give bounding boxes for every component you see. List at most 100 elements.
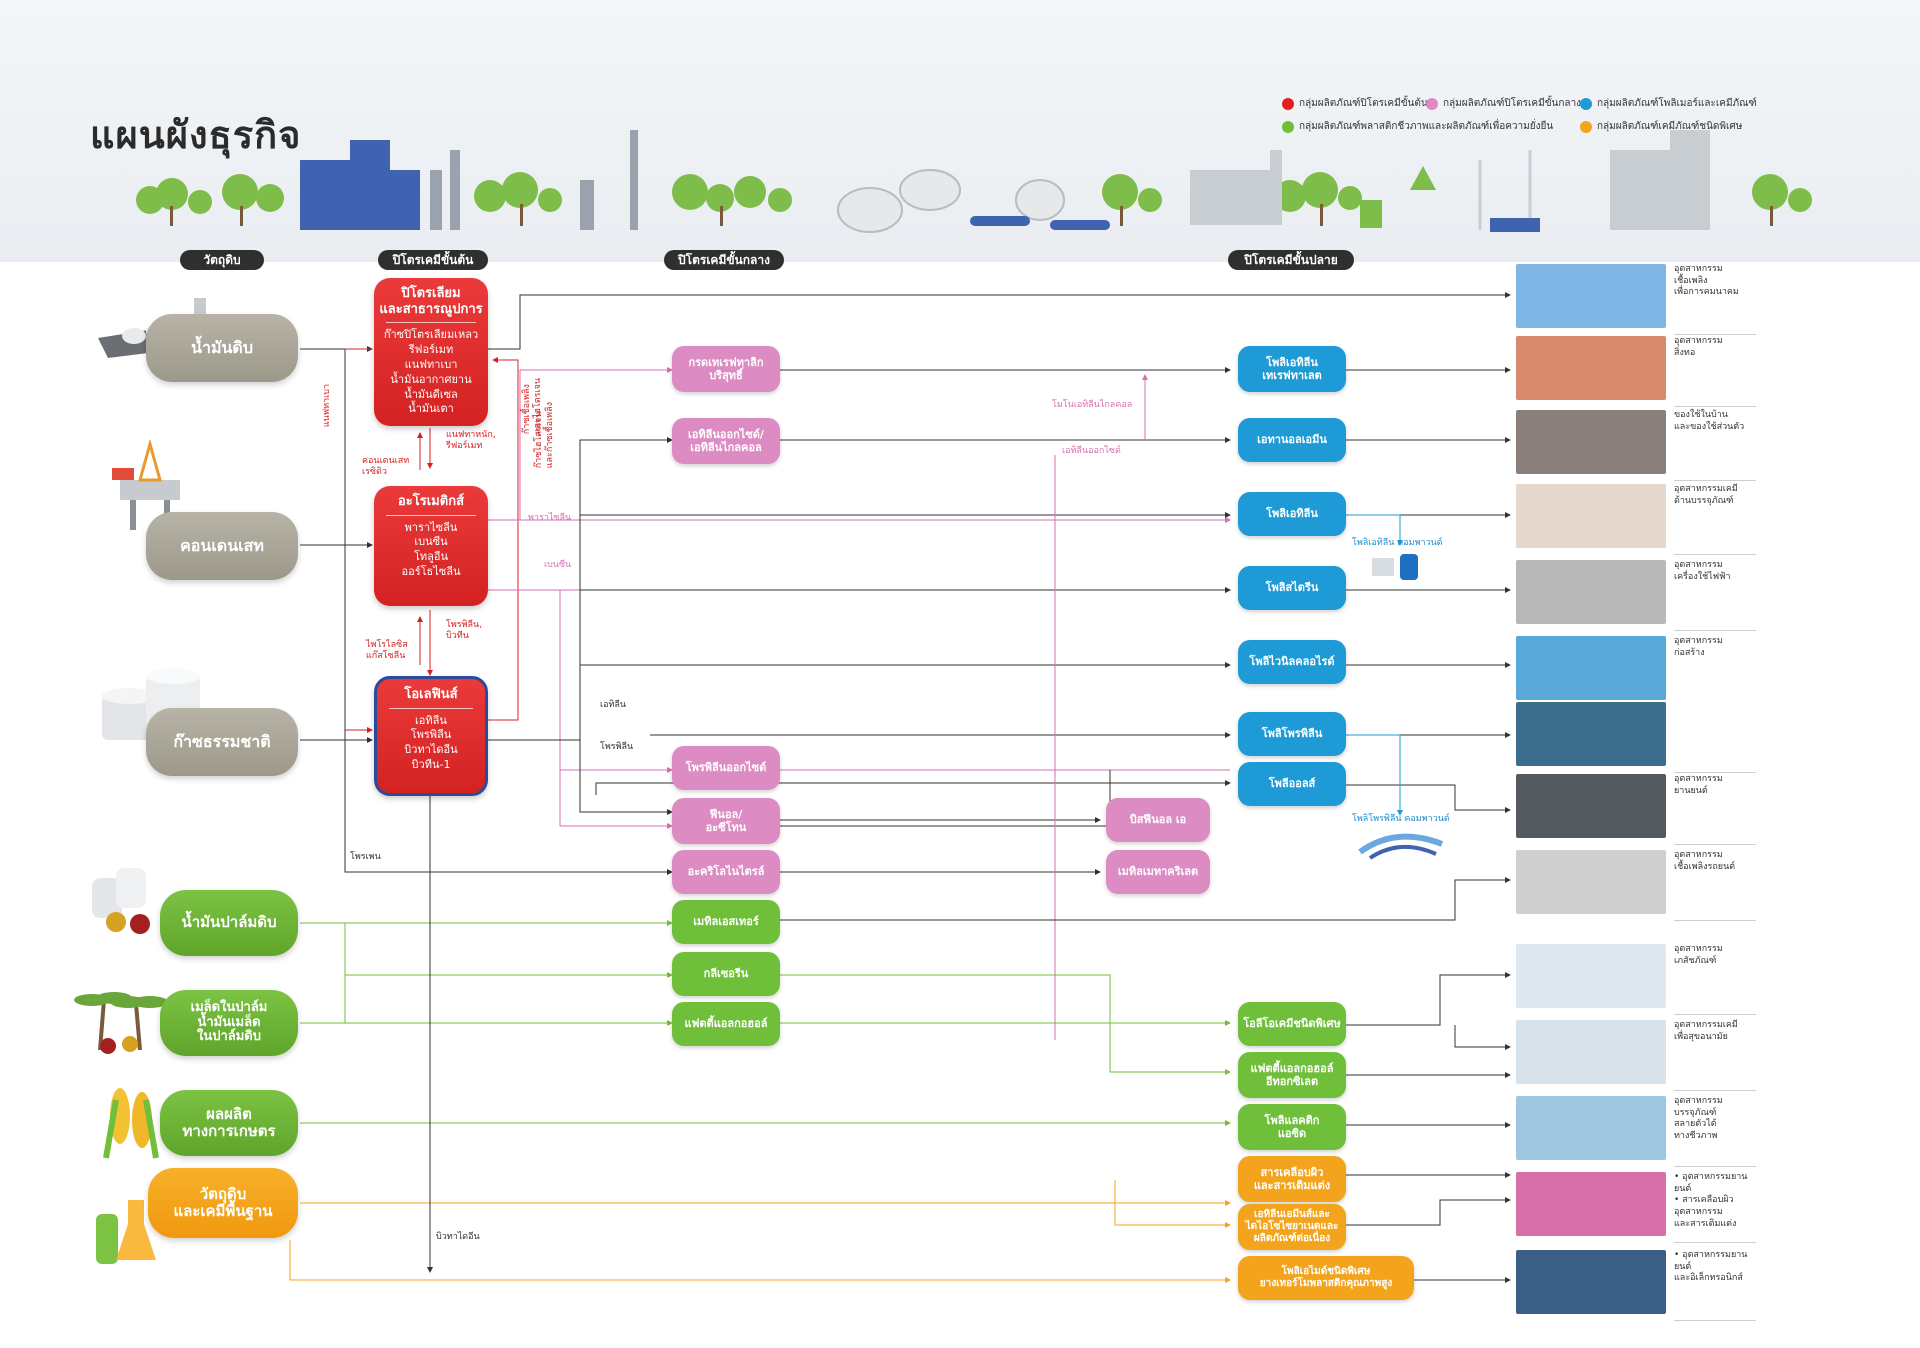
downstream-ethyleneamines[interactable]: เอทิลีนเอมีนส์และ ไดไอโซไซยาเนตและ ผลิตภ… [1238,1204,1346,1250]
downstream-pp[interactable]: โพลิโพรพิลีน [1238,712,1346,756]
raw-palm-kernel[interactable]: เมล็ดในปาล์ม น้ำมันเมล็ด ในปาล์มดิบ [160,990,298,1056]
palm-tree-icon [74,992,168,1054]
industry-label: อุตสาหกรรม บรรจุภัณฑ์ สลายตัวได้ ทางชีวภ… [1674,1096,1723,1142]
downstream-pet[interactable]: โพลิเอทิลีน เทเรฟทาเลต [1238,346,1346,392]
industry-label: ของใช้ในบ้าน และของใช้ส่วนตัว [1674,410,1745,432]
upstream-olefins[interactable]: โอเลฟินส์ เอทิลีน โพรพิลีน บิวทาไดอีน บิ… [374,676,488,796]
raw-natural-gas[interactable]: ก๊าซธรรมชาติ [146,708,298,776]
raw-agricultural-products[interactable]: ผลผลิต ทางการเกษตร [160,1090,298,1156]
downstream-pla[interactable]: โพลิแลคติก แอซิด [1238,1104,1346,1150]
industry-auto-coating[interactable]: • อุตสาหกรรมยานยนต์ • สารเคลือบผิว อุตสา… [1516,1172,1756,1244]
industry-construction[interactable]: อุตสาหกรรม ก่อสร้าง [1516,636,1756,708]
industry-fuel-transport[interactable]: อุตสาหกรรม เชื้อเพลิง เพื่อการคมนาคม [1516,264,1756,336]
intermediate-phenol[interactable]: ฟีนอล/ อะซีโทน [672,798,780,844]
downstream-oleo[interactable]: โอลีโอเคมีชนิดพิเศษ [1238,1002,1346,1046]
industry-auto-electronics[interactable]: • อุตสาหกรรมยานยนต์ และอิเล็กทรอนิกส์ [1516,1250,1756,1322]
divider [1674,1320,1756,1321]
industry-pharma[interactable]: อุตสาหกรรม เภสัชภัณฑ์ [1516,944,1756,1016]
label-ethylene: เอทิลีน [600,700,627,710]
divider [1674,920,1756,921]
industry-label: อุตสาหกรรม เครื่องใช้ไฟฟ้า [1674,560,1731,582]
upstream-refinery[interactable]: ปิโตรเลียม และสาธารณูปการ ก๊าซปิโตรเลียม… [374,278,488,426]
legend-intermediate: กลุ่มผลิตภัณฑ์ปิโตรเคมีขั้นกลาง [1426,96,1581,111]
raw-basic-chemicals[interactable]: วัตถุดิบ และเคมีพื้นฐาน [148,1168,298,1238]
intermediate-acn[interactable]: อะคริโลไนไตรล์ [672,850,780,894]
downstream-pe[interactable]: โพลิเอทิลีน [1238,492,1346,536]
divider [1674,1242,1756,1243]
pe-compound-illustration [1372,554,1418,580]
page-title: แผนผังธุรกิจ [90,113,302,157]
industry-label: • อุตสาหกรรมยานยนต์ • สารเคลือบผิว อุตสา… [1674,1172,1748,1229]
divider [1674,406,1756,407]
intermediate-glycerin[interactable]: กลีเซอรีน [672,952,780,996]
industry-electrical[interactable]: อุตสาหกรรม เครื่องใช้ไฟฟ้า [1516,560,1756,632]
legend-specialty: กลุ่มผลิตภัณฑ์เคมีภัณฑ์ชนิดพิเศษ [1580,119,1742,134]
label-propylene: โพรพิลีน [600,742,634,752]
industry-auto-fuel[interactable]: อุตสาหกรรม เชื้อเพลิงรถยนต์ [1516,850,1756,922]
legend-label: กลุ่มผลิตภัณฑ์ปิโตรเคมีขั้นต้น [1299,98,1428,109]
downstream-ethanolamine[interactable]: เอทานอลเอมีน [1238,418,1346,462]
industry-photo [1516,264,1666,328]
downstream-specialty-polymer[interactable]: โพลิเอไมด์ชนิดพิเศษ ยางเทอร์โมพลาสติกคุณ… [1238,1256,1414,1300]
divider [1674,844,1756,845]
industry-label: • อุตสาหกรรมยานยนต์ และอิเล็กทรอนิกส์ [1674,1250,1748,1284]
upstream-aromatics[interactable]: อะโรเมติกส์ พาราไซลีน เบนซีน โทลูอีน ออร… [374,486,488,606]
industry-biodegradable[interactable]: อุตสาหกรรม บรรจุภัณฑ์ สลายตัวได้ ทางชีวภ… [1516,1096,1756,1168]
legend-label: กลุ่มผลิตภัณฑ์เคมีภัณฑ์ชนิดพิเศษ [1597,121,1743,132]
legend-bio: กลุ่มผลิตภัณฑ์พลาสติกชีวภาพและผลิตภัณฑ์เ… [1282,119,1553,134]
industry-label: อุตสาหกรรม เชื้อเพลิง เพื่อการคมนาคม [1674,264,1739,298]
industry-packaging[interactable]: อุตสาหกรรมเคมี ด้านบรรจุภัณฑ์ [1516,484,1756,556]
intermediate-po[interactable]: โพรพิลีนออกไซด์ [672,746,780,790]
intermediate-bpa[interactable]: บิสฟีนอล เอ [1106,798,1210,842]
raw-condensate[interactable]: คอนเดนเสท [146,512,298,580]
intermediate-pta[interactable]: กรดเทเรฟทาลิก บริสุทธิ์ [672,346,780,392]
industry-photo [1516,1020,1666,1084]
legend-red-dot [1282,97,1294,110]
industry-rope[interactable] [1516,702,1756,774]
industry-label: อุตสาหกรรม สิ่งทอ [1674,336,1723,358]
legend-polymer: กลุ่มผลิตภัณฑ์โพลิเมอร์และเคมีภัณฑ์ [1580,96,1757,111]
industry-automotive[interactable]: อุตสาหกรรม ยานยนต์ [1516,774,1756,846]
palm-oil-icon [92,868,150,934]
industry-photo [1516,774,1666,838]
industry-label: อุตสาหกรรม ยานยนต์ [1674,774,1723,796]
industry-photo [1516,636,1666,700]
industry-household[interactable]: ของใช้ในบ้าน และของใช้ส่วนตัว [1516,410,1756,482]
industry-textile[interactable]: อุตสาหกรรม สิ่งทอ [1516,336,1756,408]
downstream-polyols[interactable]: โพลีออลส์ [1238,762,1346,806]
industry-photo [1516,484,1666,548]
downstream-pvc[interactable]: โพลิไวนิลคลอไรด์ [1238,640,1346,684]
downstream-coating[interactable]: สารเคลือบผิว และสารเติมแต่ง [1238,1156,1346,1202]
intermediate-eo-eg[interactable]: เอทิลีนออกไซด์/ เอทิลีนไกลคอล [672,418,780,464]
label-paraxylene: พาราไซลีน [528,513,572,523]
legend-label: กลุ่มผลิตภัณฑ์ปิโตรเคมีขั้นกลาง [1443,98,1582,109]
legend-green-dot [1282,120,1294,133]
raw-palm-oil[interactable]: น้ำมันปาล์มดิบ [160,890,298,956]
label-condensate-residue: คอนเดนเสท เรซิดิว [362,456,410,477]
industry-photo [1516,944,1666,1008]
label-benzene: เบนซีน [544,560,572,570]
label-eo-small: เอทิลีนออกไซด์ [1062,446,1121,456]
olefins-divider [389,707,473,709]
intermediate-fatty-alcohol[interactable]: แฟตตี้แอลกอฮอล์ [672,1002,780,1046]
downstream-ps[interactable]: โพลิสไตรีน [1238,566,1346,610]
industry-photo [1516,410,1666,474]
olefins-products: เอทิลีน โพรพิลีน บิวทาไดอีน บิวทีน-1 [404,713,458,772]
refinery-title: ปิโตรเลียม และสาธารณูปการ [379,286,483,317]
downstream-fatty-ethoxylate[interactable]: แฟตตี้แอลกอฮอล์ อีทอกซิเลต [1238,1052,1346,1098]
industry-photo [1516,850,1666,914]
aromatics-title: อะโรเมติกส์ [397,494,464,509]
intermediate-mma[interactable]: เมทิลเมทาคริเลต [1106,850,1210,894]
label-offgas: ก๊าซไฮโดรเจน และก๊าซเชื้อเพลิง [534,402,555,469]
industry-photo [1516,1250,1666,1314]
intermediate-methyl-ester[interactable]: เมทิลเอสเทอร์ [672,900,780,944]
label-pp-compound: โพลิโพรพิลีน คอมพาวนด์ [1352,814,1450,824]
legend-label: กลุ่มผลิตภัณฑ์โพลิเมอร์และเคมีภัณฑ์ [1597,98,1757,109]
raw-crude-oil[interactable]: น้ำมันดิบ [146,314,298,382]
offshore-rig-icon [112,440,180,530]
industry-photo [1516,560,1666,624]
divider [1674,630,1756,631]
aromatics-divider [386,514,476,516]
industry-hygiene[interactable]: อุตสาหกรรมเคมี เพื่อสุขอนามัย [1516,1020,1756,1092]
